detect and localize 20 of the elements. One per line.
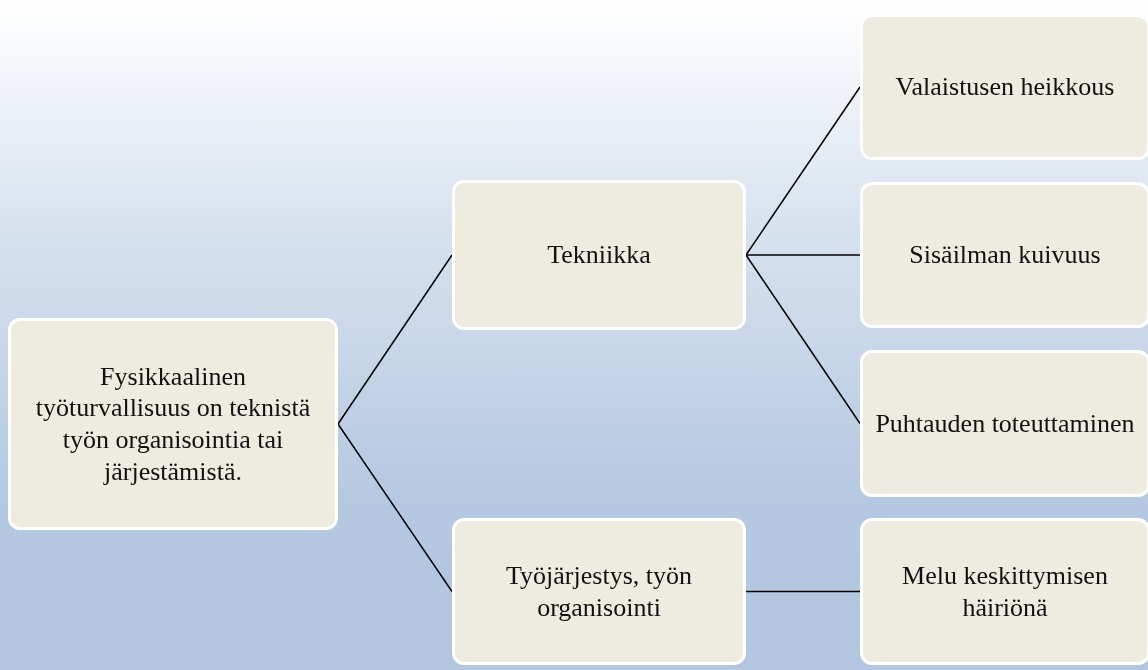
box-text: Sisäilman kuivuus — [909, 239, 1101, 271]
connector-line — [337, 423, 453, 593]
connector-line — [745, 254, 861, 256]
topic-box — [860, 350, 1148, 497]
topic-box — [8, 318, 338, 530]
topic-box — [860, 14, 1148, 160]
topic-box — [860, 518, 1148, 665]
box-text: Puhtauden toteuttaminen — [875, 407, 1135, 440]
connector-line — [745, 254, 861, 425]
connector-line — [745, 590, 861, 593]
box-text: Tekniikka — [547, 239, 651, 271]
box-text: Fysikkaalinen työturvallisuus on teknistä työn organisointia tai järjestämistä. — [34, 360, 312, 488]
box-text: Melu keskittymisen häiriönä — [901, 559, 1109, 624]
topic-box — [860, 182, 1148, 328]
connector-line — [337, 254, 453, 425]
box-text: Valaistusen heikkous — [895, 71, 1115, 103]
connector-line — [745, 86, 861, 256]
topic-box — [452, 180, 746, 330]
box-text: Työjärjestys, työn organisointi — [505, 559, 693, 624]
topic-box — [452, 518, 746, 665]
